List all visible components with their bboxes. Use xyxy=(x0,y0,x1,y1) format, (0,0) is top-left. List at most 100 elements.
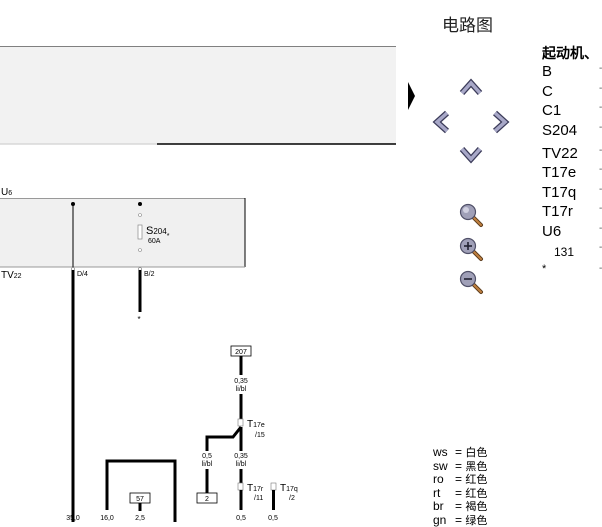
legend-item[interactable]: U6- xyxy=(542,223,598,243)
page-title: 电路图 xyxy=(442,11,493,36)
wire-size-bottom: 0,5 xyxy=(236,515,246,522)
connector-t17r[interactable] xyxy=(238,483,243,490)
component-legend: 起动机、 B- C- C1- S204- TV22- T17e- T17q- T… xyxy=(542,43,598,283)
pan-left-button[interactable] xyxy=(432,110,450,134)
wire-16mm2-loop[interactable] xyxy=(107,461,175,522)
wire-color-label: li/bl xyxy=(236,461,247,468)
color-code: gn xyxy=(433,514,455,527)
legend-item[interactable]: T17r- xyxy=(542,203,598,223)
legend-heading: 起动机、 xyxy=(542,43,598,63)
wire-size-label: 0,35 xyxy=(234,453,248,460)
color-name: 绿色 xyxy=(465,514,487,527)
pin-d4-label: D/4 xyxy=(77,271,88,278)
legend-code: C xyxy=(542,83,553,100)
color-eq: = xyxy=(455,472,462,486)
legend-item[interactable]: C- xyxy=(542,83,598,103)
color-key-row: sw= 黑色 xyxy=(433,460,487,474)
fuse-terminal-top xyxy=(139,214,142,217)
fuse-terminal-bottom xyxy=(139,249,142,252)
color-eq: = xyxy=(455,459,462,473)
tv22-label: TV22 xyxy=(1,270,22,281)
color-eq: = xyxy=(455,513,462,527)
expand-panel-arrow-icon[interactable] xyxy=(408,82,415,110)
color-code: ro xyxy=(433,473,455,487)
legend-code: TV22 xyxy=(542,145,578,162)
legend-item[interactable]: C1- xyxy=(542,102,598,122)
wire-size-bottom: 35,0 xyxy=(66,515,80,522)
legend-item[interactable]: 131- xyxy=(542,242,598,263)
chevron-right-icon xyxy=(495,113,505,131)
t17q-label: T17q xyxy=(280,483,298,494)
circuit-diagram[interactable]: U6 TV22 D/4 S204* 60A B/2 * 207 0,35 li/… xyxy=(0,0,400,522)
color-name: 黑色 xyxy=(465,460,487,473)
wire-color-label: li/bl xyxy=(236,386,247,393)
t17e-pin: /15 xyxy=(255,432,265,439)
connector-t17q[interactable] xyxy=(271,483,276,490)
pan-up-button[interactable] xyxy=(459,78,483,96)
legend-code: T17e xyxy=(542,164,576,181)
color-name: 红色 xyxy=(465,473,487,486)
ref-2-label: 2 xyxy=(205,496,209,503)
wire-size-label: 0,35 xyxy=(234,378,248,385)
ref-57-label: 57 xyxy=(136,496,144,503)
wire-branch[interactable] xyxy=(207,427,241,451)
zoom-in-icon xyxy=(461,239,482,260)
t17r-label: T17r xyxy=(247,483,264,494)
legend-code: 131 xyxy=(554,245,574,259)
color-name: 褐色 xyxy=(465,500,487,513)
legend-code: T17r xyxy=(542,203,573,220)
legend-code: C1 xyxy=(542,102,561,119)
legend-code: T17q xyxy=(542,184,576,201)
zoom-in-button[interactable] xyxy=(458,236,484,262)
color-name: 红色 xyxy=(465,487,487,500)
magnifier-icon xyxy=(461,205,482,226)
legend-item[interactable]: TV22- xyxy=(542,145,598,165)
connector-t17e[interactable] xyxy=(238,419,243,426)
wire-size-bottom: 16,0 xyxy=(100,515,114,522)
legend-item[interactable]: S204- xyxy=(542,122,598,145)
color-eq: = xyxy=(455,445,462,459)
zoom-fit-button[interactable] xyxy=(458,202,484,228)
fuse-rating: 60A xyxy=(148,238,161,245)
t17r-pin: /11 xyxy=(254,495,263,502)
color-key-row: rt= 红色 xyxy=(433,487,487,501)
color-key-row: ro= 红色 xyxy=(433,473,487,487)
pan-down-button[interactable] xyxy=(459,146,483,164)
wire-size-label: 0,5 xyxy=(202,453,212,460)
pan-right-button[interactable] xyxy=(492,110,510,134)
chevron-down-icon xyxy=(462,149,480,159)
color-code: ws xyxy=(433,446,455,460)
legend-item[interactable]: T17q- xyxy=(542,184,598,204)
junction-dot xyxy=(138,202,142,206)
wire-size-bottom: 0,5 xyxy=(268,515,278,522)
color-code: rt xyxy=(433,487,455,501)
wire-color-label: li/bl xyxy=(202,461,213,468)
ref-207-label: 207 xyxy=(235,349,247,356)
color-key-row: ws= 白色 xyxy=(433,446,487,460)
color-code: br xyxy=(433,500,455,514)
u6-label: U6 xyxy=(1,187,12,198)
color-eq: = xyxy=(455,486,462,500)
fuse-s204-symbol[interactable] xyxy=(138,225,142,239)
legend-item[interactable]: *- xyxy=(542,263,598,283)
legend-code: * xyxy=(542,263,546,275)
u6-carrier-box[interactable] xyxy=(0,198,245,267)
t17e-label: T17e xyxy=(247,419,265,430)
wire-color-key: ws= 白色 sw= 黑色 ro= 红色 rt= 红色 br= 褐色 gn= 绿… xyxy=(433,446,487,527)
color-code: sw xyxy=(433,460,455,474)
zoom-out-icon xyxy=(461,272,482,293)
color-eq: = xyxy=(455,499,462,513)
legend-code: B xyxy=(542,63,552,80)
chevron-left-icon xyxy=(437,113,447,131)
zoom-out-button[interactable] xyxy=(458,269,484,295)
color-key-row: br= 褐色 xyxy=(433,500,487,514)
legend-code: U6 xyxy=(542,223,561,240)
color-name: 白色 xyxy=(465,446,487,459)
wire-size-bottom: 2,5 xyxy=(135,515,145,522)
legend-item[interactable]: T17e- xyxy=(542,164,598,184)
legend-code: S204 xyxy=(542,122,577,139)
legend-item[interactable]: B- xyxy=(542,63,598,83)
footnote-star: * xyxy=(138,315,141,324)
header-band xyxy=(0,46,396,144)
color-key-row: gn= 绿色 xyxy=(433,514,487,527)
